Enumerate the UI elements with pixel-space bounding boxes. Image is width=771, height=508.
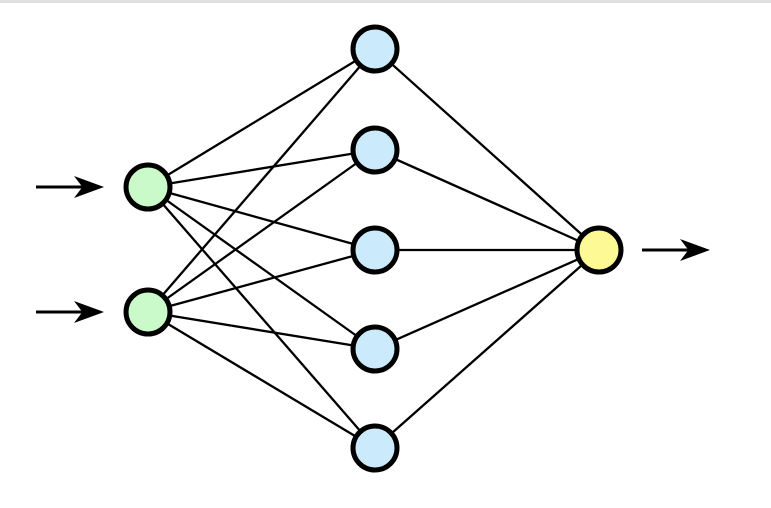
edge-i1-h2	[147, 148, 376, 189]
edge-h5-o1	[374, 249, 600, 449]
output-arrow-head	[680, 239, 710, 261]
hidden-node-3	[350, 225, 400, 275]
hidden-node-2	[350, 125, 400, 175]
edge-i1-h3	[147, 185, 376, 252]
edge-i1-h5	[147, 186, 376, 449]
input-node-2	[123, 287, 173, 337]
edge-i2-h4	[147, 310, 376, 351]
top-border-rule	[0, 0, 771, 3]
output-node-1	[574, 225, 624, 275]
edge-h4-o1	[374, 248, 600, 351]
hidden-node-5	[350, 423, 400, 473]
edge-i2-h3	[147, 248, 376, 314]
input-node-1	[123, 162, 173, 212]
input-arrow-1-head	[74, 176, 104, 198]
edge-i1-h4	[147, 186, 376, 350]
edge-i1-h1	[147, 48, 376, 188]
edge-h1-o1	[374, 48, 600, 251]
edge-i2-h1	[147, 48, 376, 313]
edge-i2-h2	[147, 149, 376, 313]
hidden-node-1	[350, 24, 400, 74]
edge-i2-h5	[147, 311, 376, 449]
hidden-node-4	[350, 324, 400, 374]
edge-h2-o1	[374, 148, 600, 252]
input-arrow-2-head	[74, 301, 104, 323]
